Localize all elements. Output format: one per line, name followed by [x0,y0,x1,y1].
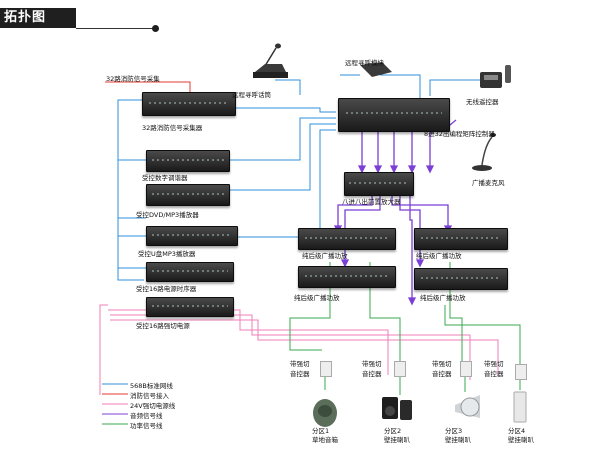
wall-speaker-icon-4 [513,391,527,423]
fire-collector-device [142,92,236,116]
usb-player-label: 受控U盘MP3播放器 [138,250,196,258]
volume-control-3-line1: 带强切 [432,360,452,368]
amplifier-3-device [298,266,396,288]
volume-control-1-line2: 音控器 [290,370,310,378]
amplifier-2-label: 纯后级广播功放 [416,252,462,260]
amplifier-4-device [414,268,508,290]
paging-mic-icon [253,43,288,78]
zone-2-line2: 壁挂喇叭 [384,436,410,444]
network-wires [117,74,480,281]
remote-paging-label: 远程寻呼话筒 [232,91,271,99]
zone-2-line1: 分区2 [384,427,402,435]
wall-speaker-icon-2 [382,397,412,420]
wall-speaker-icon-3 [455,395,480,418]
legend-power-signal: 功率信号线 [130,422,163,430]
zone-1-line1: 分区1 [312,427,330,435]
matrix-controller-label: 8进32出编程矩阵控制器 [424,130,495,138]
title-underline [76,28,156,29]
wireless-remote-label: 无线遥控器 [466,98,499,106]
zone-3-line2: 壁挂喇叭 [445,436,471,444]
tuner-device [146,150,230,172]
usb-player-device [146,226,238,246]
lawn-speaker-icon [313,399,337,427]
zone-3-line1: 分区3 [445,427,463,435]
audio-wires [333,119,457,306]
power-switch-device [146,297,234,317]
amplifier-2-device [414,228,508,250]
zone-1-line2: 草地音箱 [312,436,338,444]
volume-control-1-line1: 带强切 [290,360,310,368]
volume-control-1-icon [320,361,332,377]
volume-control-2-line1: 带强切 [362,360,382,368]
power-sequencer-label: 受控16路电源时序器 [136,285,197,293]
volume-control-2-line2: 音控器 [362,370,382,378]
preamp-mixer-device [344,172,414,196]
amplifier-1-label: 纯后级广播功放 [302,252,348,260]
fire-collector-label: 32路消防信号采集器 [142,124,203,132]
page-title: 拓扑图 [0,8,76,28]
amplifier-4-label: 纯后级广播功放 [420,294,466,302]
dvd-player-label: 受控DVD/MP3播放器 [136,211,199,219]
amplifier-1-device [298,228,396,250]
zone-4-line1: 分区4 [508,427,526,435]
volume-control-4-icon [515,364,527,380]
volume-control-3-icon [460,361,472,377]
volume-control-2-icon [394,361,406,377]
volume-control-3-line2: 音控器 [432,370,452,378]
paging-module-label: 远程寻呼模块 [345,59,384,67]
title-dot [152,25,159,32]
broadcast-mic-icon [472,133,496,171]
paging-module-icon [360,62,392,77]
legend-audio: 音频信号线 [130,412,163,420]
power-switch-label: 受控16路强切电源 [136,322,190,330]
legend-fire-signal: 消防信号接入 [130,392,169,400]
matrix-controller-device [338,98,450,132]
power-sequencer-device [146,262,234,282]
legend-network: 568B标准网线 [130,382,173,390]
preamp-mixer-label: 八进八出前置放大器 [342,198,401,206]
zone-4-line2: 壁挂喇叭 [508,436,534,444]
tuner-label: 受控数字调谐器 [142,174,188,182]
amplifier-3-label: 纯后级广播功放 [294,294,340,302]
dvd-player-device [146,184,230,206]
volume-control-4-line2: 音控器 [484,370,504,378]
fire-collector-caption: 32路消防信号采集 [106,75,160,83]
wireless-remote-icon [480,65,511,88]
broadcast-mic-label: 广播麦克风 [472,179,505,187]
volume-control-4-line1: 带强切 [484,360,504,368]
fire-signal-wire [105,81,191,92]
legend-24v-power: 24V强切电源线 [130,402,176,410]
speaker-wires [289,262,521,395]
